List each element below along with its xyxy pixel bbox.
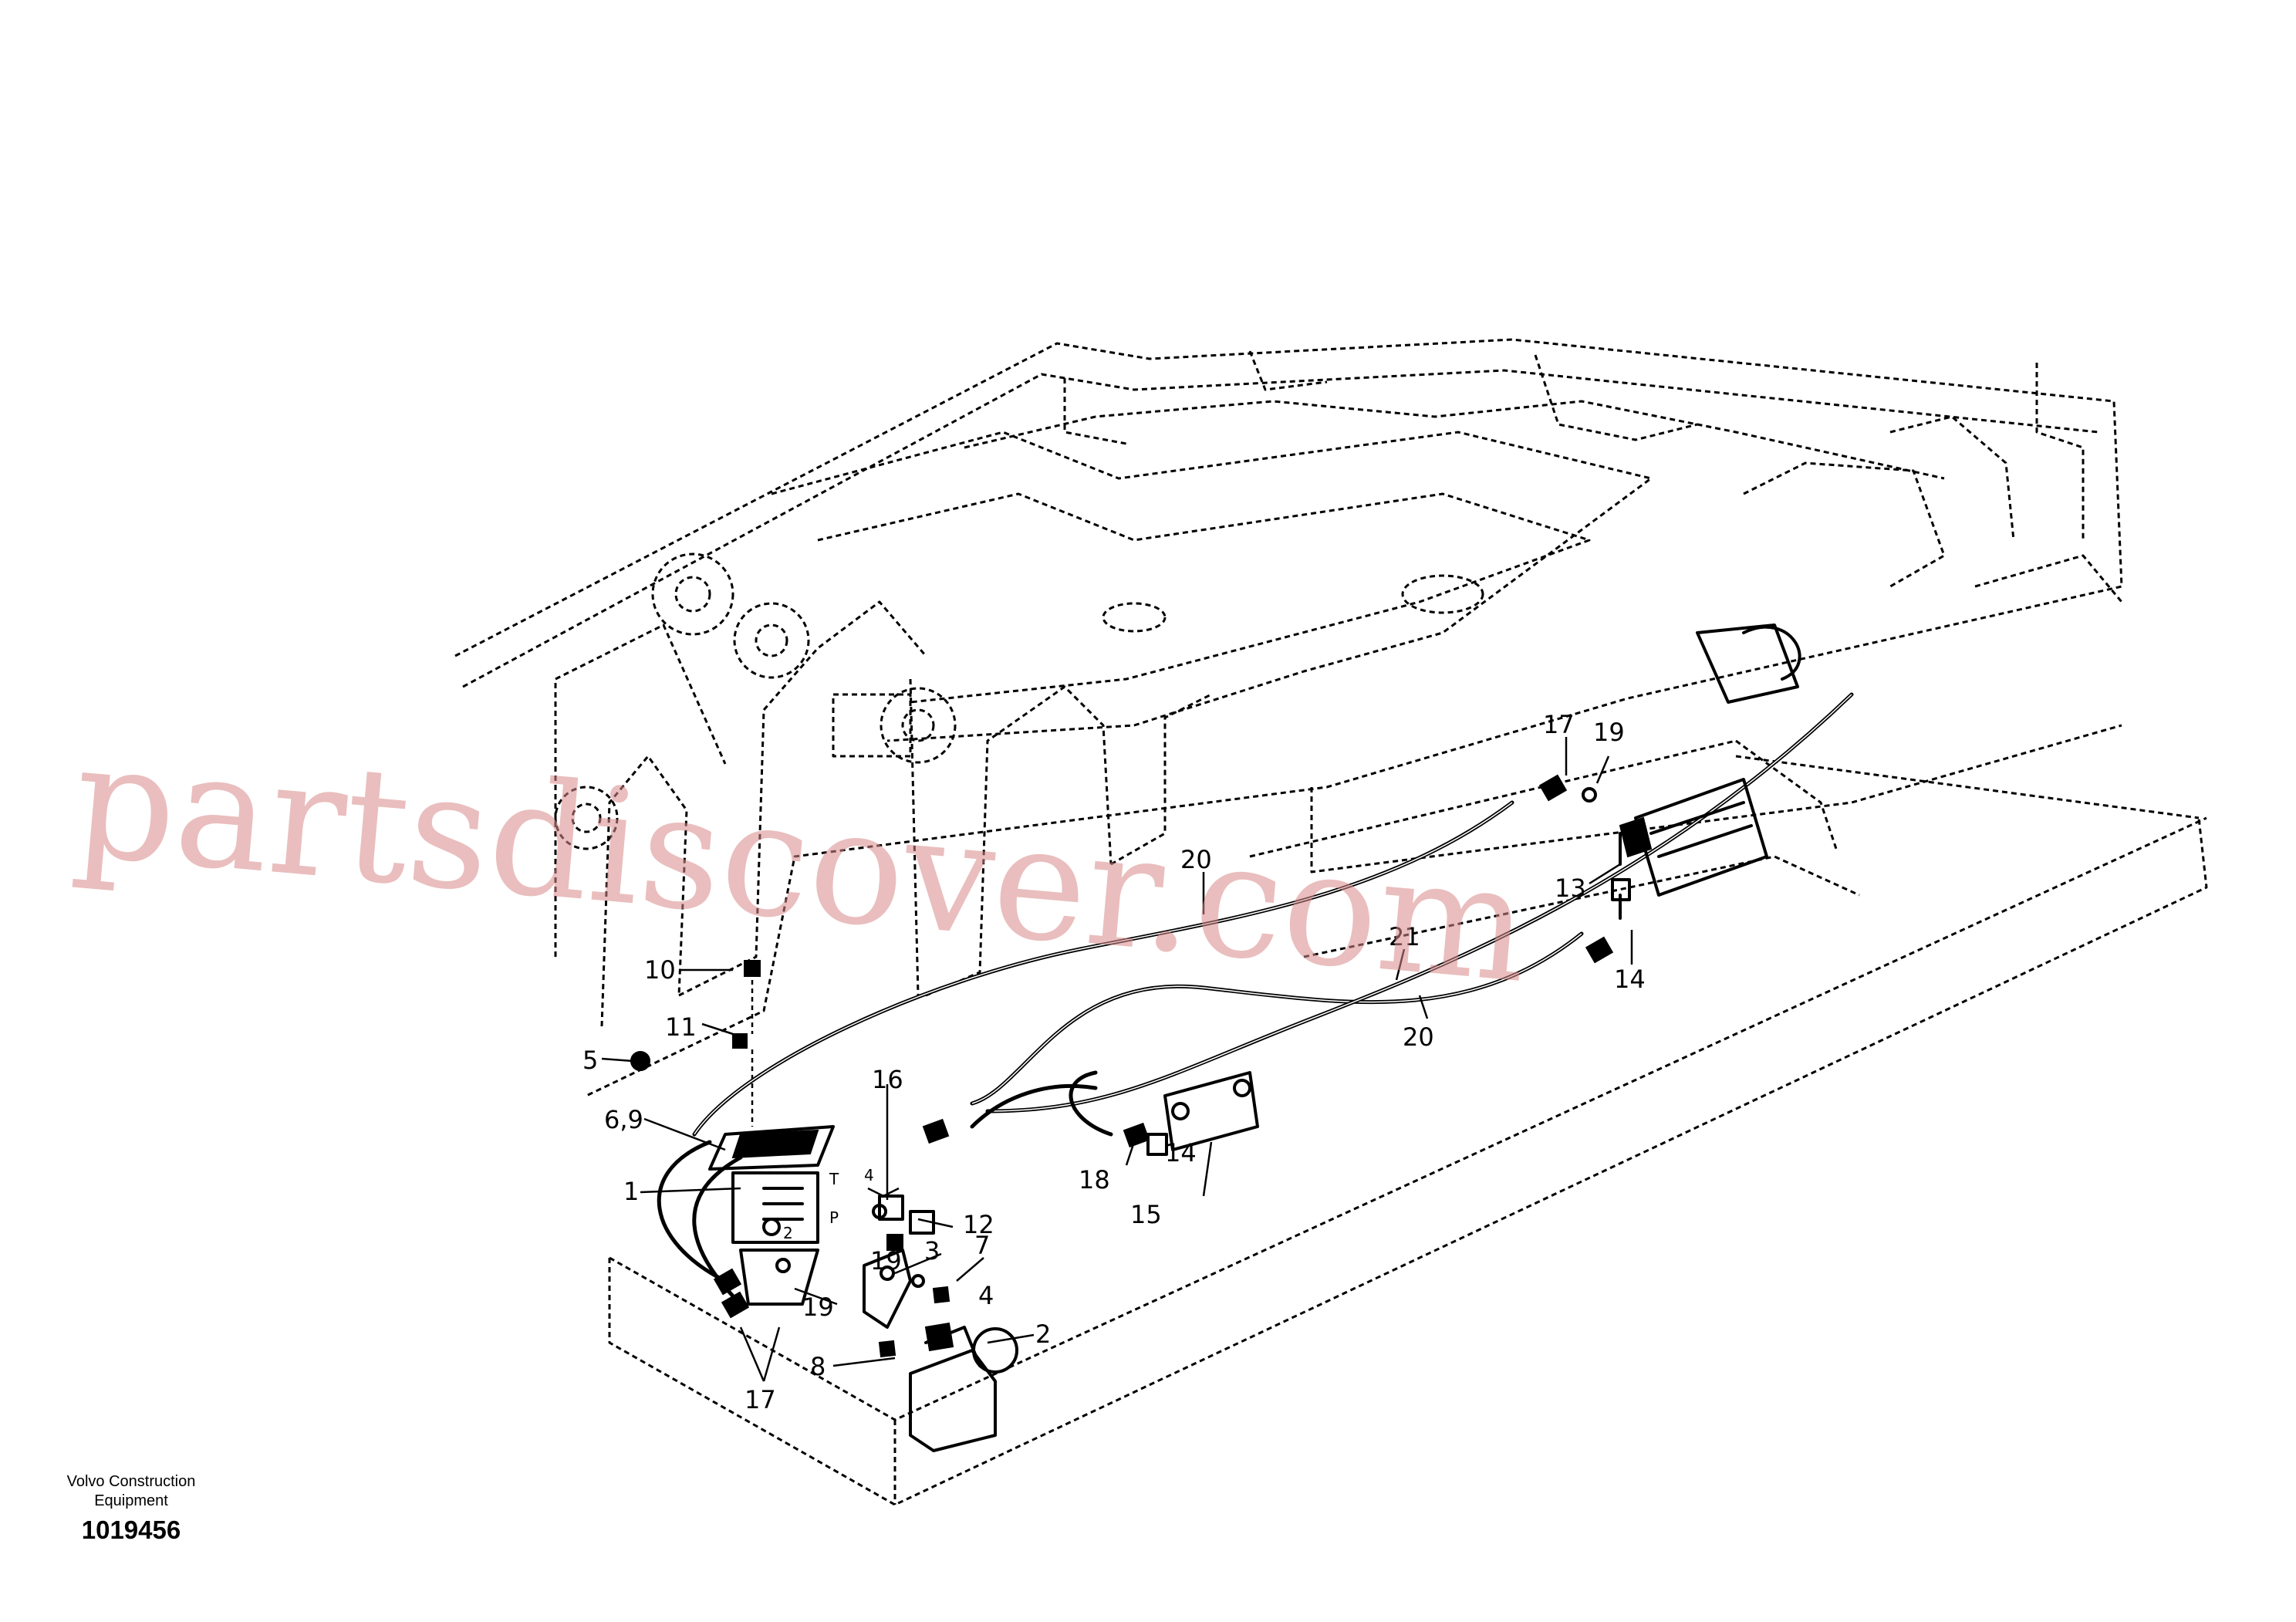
callout-17-upper: 17 <box>1543 710 1575 739</box>
document-number: 1019456 <box>81 1516 181 1544</box>
cab-floor-base <box>608 755 2208 1506</box>
callout-5: 5 <box>582 1046 598 1075</box>
port-p-label: P <box>829 1208 839 1227</box>
callout-19-lower: 19 <box>802 1293 834 1322</box>
port-t-label: T <box>829 1170 839 1188</box>
switch-2 <box>909 1322 1018 1452</box>
port-4-label: 4 <box>864 1166 874 1184</box>
callout-21: 21 <box>1389 922 1420 951</box>
leader-lines <box>601 737 1633 1382</box>
company-name: Volvo Construction Equipment <box>66 1473 196 1509</box>
callout-4: 4 <box>978 1281 994 1310</box>
machine-frame <box>454 338 2123 1097</box>
callout-18: 18 <box>1079 1165 1110 1195</box>
fittings <box>630 774 1631 1358</box>
callout-12: 12 <box>963 1210 994 1239</box>
callout-1: 1 <box>623 1177 639 1206</box>
callout-8: 8 <box>810 1352 826 1381</box>
callouts: 10 11 5 6,9 1 16 12 19 3 7 4 2 19 8 17 1… <box>582 710 1646 1414</box>
hose-to-solenoid <box>970 1070 1113 1137</box>
valve-block-right <box>1619 623 1801 897</box>
hose-21 <box>985 692 1854 1113</box>
watermark: partsdiscover.com <box>67 708 1535 1019</box>
callout-10: 10 <box>644 955 676 985</box>
bracket-3 <box>863 1249 912 1329</box>
port-2-label: 2 <box>783 1224 793 1242</box>
callout-16: 16 <box>872 1065 903 1094</box>
pedal-valve-1 <box>708 1125 835 1306</box>
callout-6-9: 6,9 <box>604 1105 643 1134</box>
callout-19-center: 19 <box>870 1246 902 1276</box>
hose-20-upper <box>692 800 1514 1137</box>
callout-20-lower: 20 <box>1403 1022 1434 1052</box>
callout-19-upper: 19 <box>1593 718 1625 747</box>
solenoid-block-mid <box>1163 1071 1259 1151</box>
callout-17-lower: 17 <box>745 1385 776 1414</box>
callout-7: 7 <box>974 1231 990 1260</box>
callout-11: 11 <box>665 1012 697 1042</box>
callout-15: 15 <box>1130 1200 1162 1229</box>
boom-foot-bosses <box>554 552 1484 850</box>
callout-13: 13 <box>1555 874 1586 903</box>
callout-14-mid: 14 <box>1165 1138 1197 1168</box>
callout-2: 2 <box>1035 1320 1051 1349</box>
callout-14-right: 14 <box>1614 965 1646 994</box>
callout-20-upper: 20 <box>1180 845 1212 874</box>
hose-20-lower <box>970 931 1584 1106</box>
callout-3: 3 <box>924 1236 940 1265</box>
